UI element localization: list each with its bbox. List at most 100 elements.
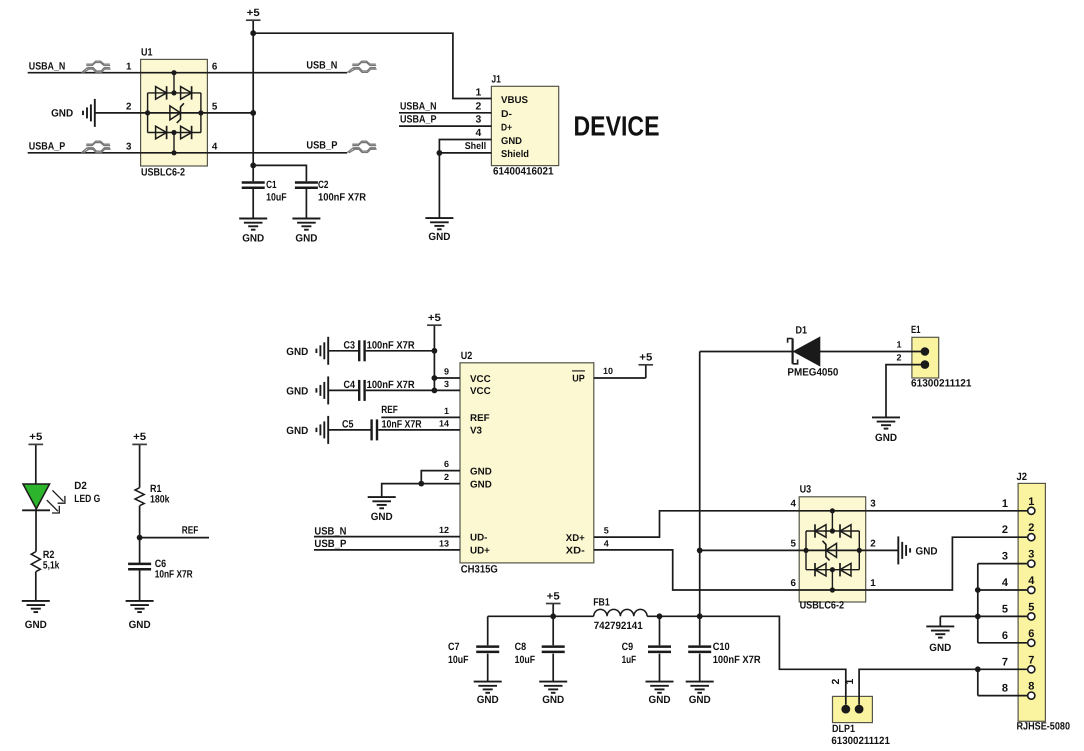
svg-text:5: 5 bbox=[212, 101, 218, 112]
svg-text:J2: J2 bbox=[1017, 471, 1028, 483]
svg-text:1uF: 1uF bbox=[622, 654, 637, 666]
svg-text:180k: 180k bbox=[150, 494, 170, 506]
svg-text:R1: R1 bbox=[150, 483, 162, 495]
svg-text:GND: GND bbox=[875, 432, 897, 444]
svg-text:9: 9 bbox=[444, 366, 449, 376]
svg-text:100nF X7R: 100nF X7R bbox=[318, 192, 366, 204]
svg-text:1: 1 bbox=[870, 578, 876, 589]
svg-text:4: 4 bbox=[790, 499, 796, 510]
svg-text:DEVICE: DEVICE bbox=[574, 111, 660, 142]
svg-text:14: 14 bbox=[439, 418, 449, 428]
svg-text:GND: GND bbox=[689, 694, 711, 706]
svg-text:1: 1 bbox=[845, 678, 856, 684]
svg-text:U2: U2 bbox=[461, 350, 473, 362]
svg-text:2: 2 bbox=[126, 101, 132, 112]
svg-text:GND: GND bbox=[916, 546, 938, 558]
svg-text:3: 3 bbox=[126, 141, 132, 152]
svg-text:100nF X7R: 100nF X7R bbox=[713, 654, 761, 666]
svg-text:C5: C5 bbox=[342, 418, 354, 430]
svg-text:4: 4 bbox=[604, 538, 609, 548]
svg-text:12: 12 bbox=[439, 525, 449, 535]
svg-text:7: 7 bbox=[1002, 656, 1008, 668]
svg-text:GND: GND bbox=[286, 386, 308, 398]
svg-text:5: 5 bbox=[604, 526, 609, 536]
svg-text:GND: GND bbox=[428, 231, 450, 243]
svg-text:+5: +5 bbox=[428, 312, 441, 324]
svg-text:61400416021: 61400416021 bbox=[493, 165, 554, 177]
svg-text:J1: J1 bbox=[491, 74, 501, 86]
svg-text:C6: C6 bbox=[155, 558, 167, 570]
svg-text:1: 1 bbox=[1028, 496, 1034, 508]
svg-text:742792141: 742792141 bbox=[594, 620, 643, 632]
svg-text:Shield: Shield bbox=[501, 149, 529, 160]
svg-text:USBA_P: USBA_P bbox=[400, 114, 437, 126]
svg-text:UD+: UD+ bbox=[470, 546, 490, 557]
svg-text:E1: E1 bbox=[911, 324, 921, 336]
svg-text:4: 4 bbox=[1002, 577, 1009, 589]
svg-text:REF: REF bbox=[182, 525, 199, 537]
svg-text:C8: C8 bbox=[515, 641, 527, 653]
svg-text:USB_N: USB_N bbox=[306, 60, 337, 72]
svg-text:3: 3 bbox=[1002, 551, 1008, 563]
svg-text:VCC: VCC bbox=[470, 386, 491, 397]
svg-text:GND: GND bbox=[129, 619, 151, 631]
svg-text:UD-: UD- bbox=[470, 532, 487, 543]
svg-text:10nF X7R: 10nF X7R bbox=[155, 569, 193, 581]
svg-text:D-: D- bbox=[501, 109, 512, 120]
svg-text:D1: D1 bbox=[796, 324, 808, 336]
svg-text:D2: D2 bbox=[74, 480, 87, 492]
svg-text:GND: GND bbox=[542, 694, 564, 706]
svg-text:GND: GND bbox=[470, 466, 492, 477]
svg-text:5,1k: 5,1k bbox=[43, 560, 60, 572]
svg-text:USBA_N: USBA_N bbox=[29, 61, 66, 73]
svg-text:7: 7 bbox=[1028, 654, 1034, 666]
svg-text:61300211121: 61300211121 bbox=[831, 735, 890, 747]
svg-text:2: 2 bbox=[831, 678, 842, 684]
svg-text:1: 1 bbox=[444, 406, 449, 416]
svg-text:RJHSE-5080: RJHSE-5080 bbox=[1017, 721, 1071, 733]
svg-text:V3: V3 bbox=[470, 426, 483, 437]
svg-text:XD-: XD- bbox=[566, 546, 585, 557]
svg-text:REF: REF bbox=[470, 413, 490, 424]
svg-text:LED G: LED G bbox=[74, 493, 100, 505]
svg-text:+5: +5 bbox=[29, 431, 42, 443]
svg-text:C7: C7 bbox=[448, 641, 460, 653]
svg-text:GND: GND bbox=[501, 136, 522, 147]
svg-text:13: 13 bbox=[439, 538, 449, 548]
svg-text:8: 8 bbox=[1002, 683, 1008, 695]
svg-text:U1: U1 bbox=[141, 47, 153, 59]
svg-text:+5: +5 bbox=[247, 7, 260, 19]
svg-text:2: 2 bbox=[476, 101, 482, 112]
svg-text:5: 5 bbox=[1002, 603, 1008, 615]
svg-text:FB1: FB1 bbox=[593, 597, 610, 609]
svg-text:1: 1 bbox=[476, 88, 482, 99]
svg-text:UP: UP bbox=[572, 374, 585, 385]
svg-text:2: 2 bbox=[896, 353, 901, 363]
svg-text:1: 1 bbox=[896, 340, 901, 350]
svg-text:GND: GND bbox=[649, 694, 671, 706]
svg-text:GND: GND bbox=[25, 619, 47, 631]
svg-text:C1: C1 bbox=[266, 179, 277, 191]
svg-text:Shell: Shell bbox=[465, 141, 487, 152]
svg-text:GND: GND bbox=[470, 479, 492, 490]
svg-text:5: 5 bbox=[1028, 601, 1034, 613]
svg-text:USBA_N: USBA_N bbox=[400, 100, 437, 112]
svg-text:2: 2 bbox=[870, 538, 876, 549]
svg-text:3: 3 bbox=[870, 499, 876, 510]
svg-text:4: 4 bbox=[476, 128, 482, 139]
svg-text:4: 4 bbox=[1028, 575, 1035, 587]
svg-text:+5: +5 bbox=[133, 431, 146, 443]
svg-text:8: 8 bbox=[1028, 681, 1034, 693]
svg-text:10: 10 bbox=[603, 366, 613, 376]
svg-text:DLP1: DLP1 bbox=[832, 723, 855, 735]
svg-text:GND: GND bbox=[286, 425, 308, 437]
svg-text:GND: GND bbox=[51, 108, 73, 120]
svg-text:1: 1 bbox=[126, 61, 132, 72]
svg-text:100nF X7R: 100nF X7R bbox=[367, 339, 415, 351]
svg-text:6: 6 bbox=[212, 61, 218, 72]
svg-text:D+: D+ bbox=[501, 122, 512, 133]
svg-text:61300211121: 61300211121 bbox=[911, 378, 972, 390]
svg-text:USBLC6-2: USBLC6-2 bbox=[141, 167, 185, 179]
svg-text:1: 1 bbox=[1002, 498, 1008, 510]
svg-text:U3: U3 bbox=[800, 483, 812, 495]
